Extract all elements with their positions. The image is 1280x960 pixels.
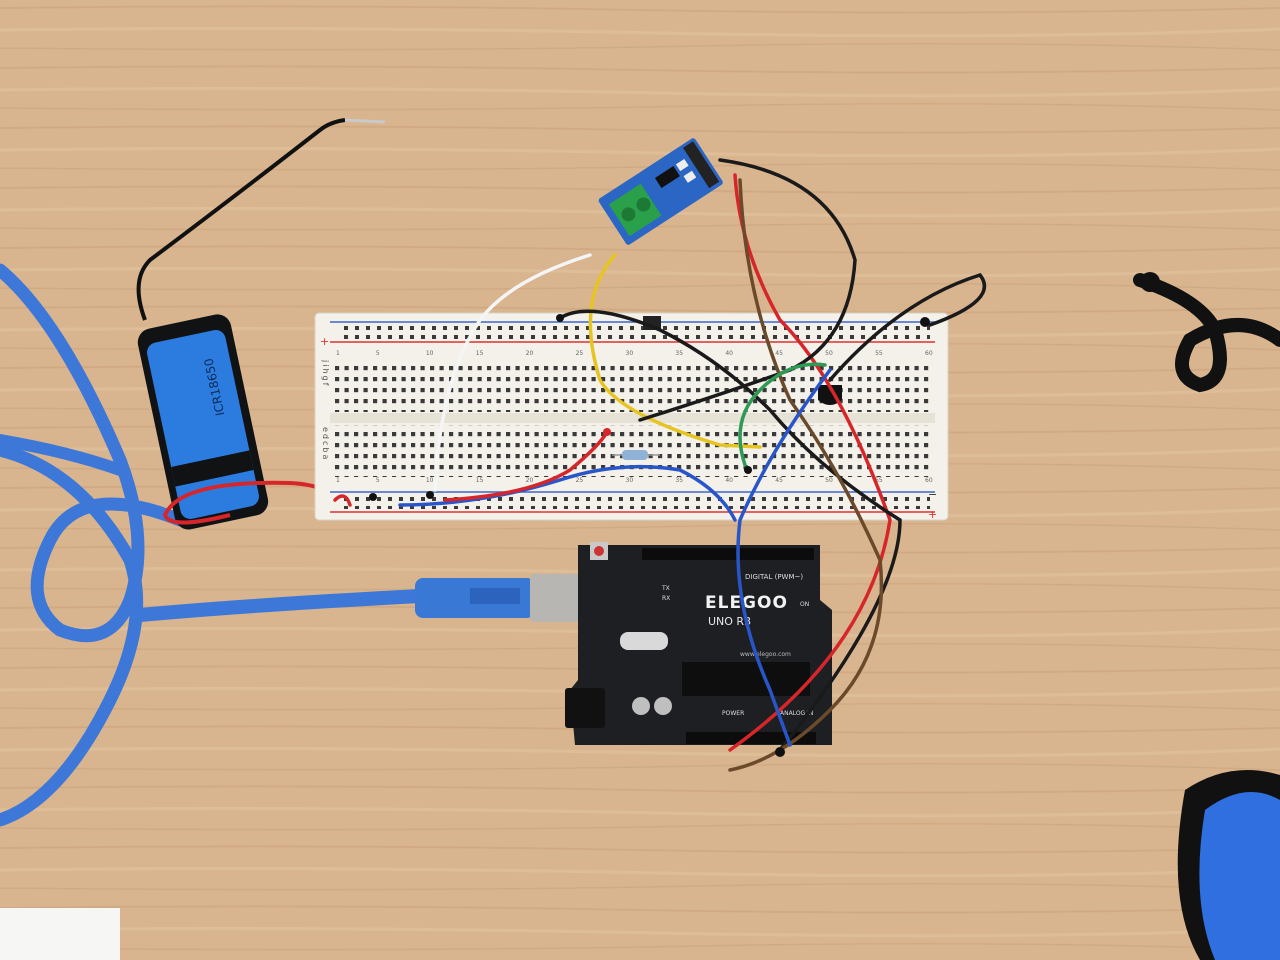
column-number: 5 xyxy=(376,350,380,357)
column-number: 5 xyxy=(376,477,380,484)
wire-ends xyxy=(369,314,930,757)
rail-plus-bottom: + xyxy=(928,508,937,521)
board-brand: ELEGOO xyxy=(705,593,788,613)
column-number: 25 xyxy=(576,477,584,484)
rail-plus-top: + xyxy=(320,335,329,348)
black-cord xyxy=(1133,272,1280,393)
digital-header-label: DIGITAL (PWM~) xyxy=(745,573,803,581)
wire-blue-board xyxy=(736,368,832,747)
tx-led-label: TX xyxy=(661,585,670,592)
column-number: 30 xyxy=(626,350,634,357)
wire-red-short xyxy=(333,494,352,507)
column-number: 1 xyxy=(336,350,340,357)
power-header-label: POWER xyxy=(722,710,744,717)
column-number: 35 xyxy=(675,477,683,484)
column-number: 15 xyxy=(476,477,484,484)
board-model: UNO R3 xyxy=(708,615,751,628)
row-letters-bottom: edcba xyxy=(321,427,330,461)
column-number: 10 xyxy=(426,350,434,357)
wire-red-bb xyxy=(443,430,609,502)
battery-black-lead xyxy=(136,118,346,321)
arduino-board: ELEGOO UNO R3 DIGITAL (PWM~) ON TX RX ww… xyxy=(565,542,832,745)
usb-cable xyxy=(0,263,427,827)
column-number: 20 xyxy=(526,350,534,357)
row-letters-top: jihgf xyxy=(321,359,330,387)
column-numbers: 1155101015152020252530303535404045455050… xyxy=(336,350,933,484)
wire-yellow xyxy=(588,253,762,449)
website-label: www.elegoo.com xyxy=(740,651,791,658)
column-number: 30 xyxy=(626,477,634,484)
wire-black-loop-2 xyxy=(828,272,987,382)
column-number: 35 xyxy=(675,350,683,357)
column-number: 55 xyxy=(875,477,883,484)
column-number: 1 xyxy=(336,477,340,484)
rail-minus-bottom: − xyxy=(928,488,937,501)
wire-green xyxy=(738,362,827,467)
wire-black-loop xyxy=(558,309,902,752)
wire-black-sensor xyxy=(638,158,857,422)
paper-sheet xyxy=(0,908,120,960)
column-number: 15 xyxy=(476,350,484,357)
column-number: 20 xyxy=(526,477,534,484)
resistor xyxy=(612,450,660,460)
column-number: 45 xyxy=(775,477,783,484)
rx-led-label: RX xyxy=(662,595,670,602)
current-sensor-module xyxy=(598,138,723,245)
wire-white xyxy=(433,253,592,492)
wire-red-sensor xyxy=(728,173,892,752)
column-number: 50 xyxy=(825,350,833,357)
eraser-sponge xyxy=(1177,770,1280,960)
column-number: 10 xyxy=(426,477,434,484)
battery-cell: ICR18650 xyxy=(137,314,269,530)
column-number: 60 xyxy=(925,477,933,484)
analog-header-label: ANALOG IN xyxy=(780,710,813,717)
column-number: 40 xyxy=(725,477,733,484)
on-led-label: ON xyxy=(800,601,809,608)
wire-blue-bb xyxy=(398,464,737,522)
jumper-wires xyxy=(333,158,987,772)
battery-lead-tip xyxy=(344,118,386,124)
column-number: 25 xyxy=(576,350,584,357)
column-number: 45 xyxy=(775,350,783,357)
wire-brown xyxy=(728,178,884,772)
column-number: 55 xyxy=(875,350,883,357)
column-number: 40 xyxy=(725,350,733,357)
column-number: 50 xyxy=(825,477,833,484)
column-number: 60 xyxy=(925,350,933,357)
